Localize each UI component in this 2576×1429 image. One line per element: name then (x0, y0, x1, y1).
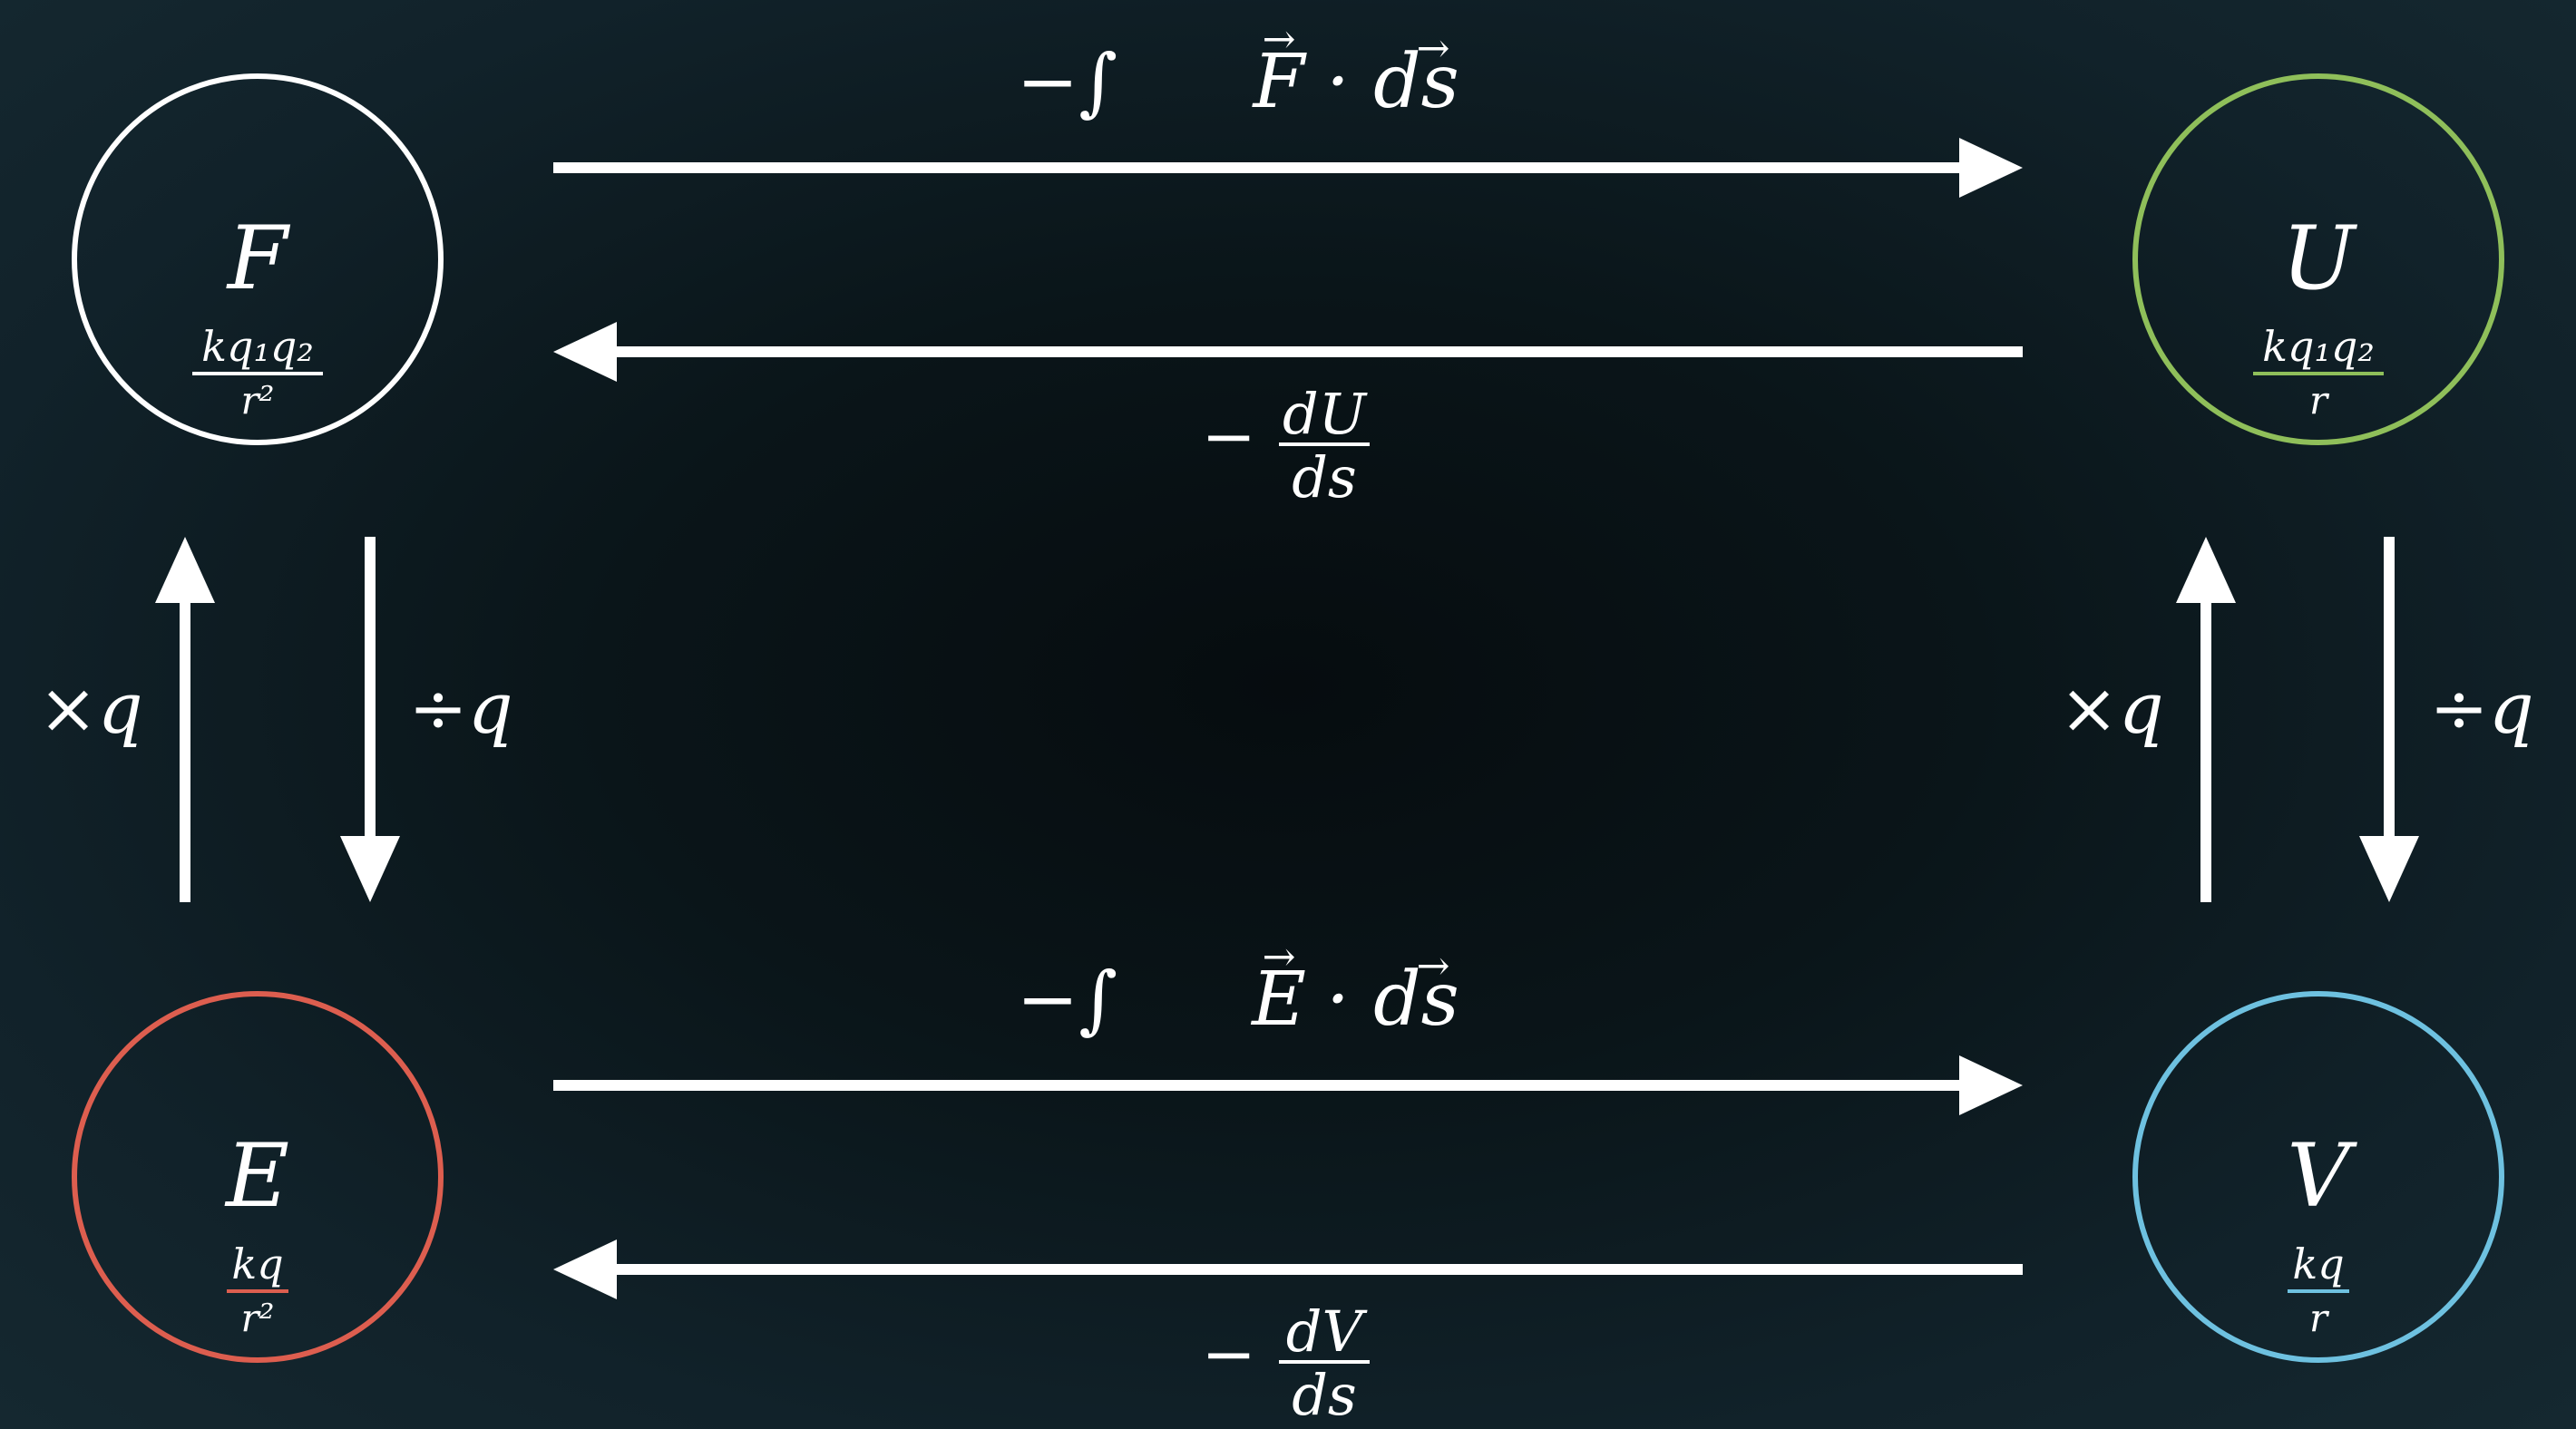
arrow-potential-to-field-head (553, 1239, 617, 1299)
arrow-force-to-field-shaft (365, 537, 376, 845)
arrow-force-to-energy-head (1959, 138, 2023, 198)
vector-arrow-icon: → (1263, 16, 1296, 63)
node-force-circle (72, 73, 444, 445)
arrow-potential-to-energy-shaft (2200, 594, 2211, 902)
label-divide-q-right: ÷q (2429, 668, 2533, 750)
label-energy-to-force: − dU ds (1202, 381, 1370, 510)
arrow-energy-to-potential (2359, 537, 2419, 902)
arrow-energy-to-force-head (553, 322, 617, 382)
node-potential-symbol: V (2287, 1125, 2357, 1227)
label-force-to-energy-integral: −∫ (1017, 39, 1117, 125)
vector-arrow-icon: → (1417, 943, 1450, 989)
node-energy-numerator: kq₁q₂ (2262, 322, 2375, 371)
node-field-denominator: r² (241, 1296, 275, 1340)
arrow-potential-to-field-shaft (608, 1264, 2023, 1275)
label-potential-to-field: − dV ds (1202, 1298, 1370, 1428)
label-energy-to-force-minus: − (1202, 398, 1256, 474)
node-force: F kq₁q₂ r² (72, 73, 444, 445)
node-field: E kq r² (72, 991, 444, 1363)
arrow-field-to-force (155, 537, 215, 902)
label-field-to-potential: −∫ E → · ds → (1017, 934, 1459, 1043)
node-potential-denominator: r (2309, 1296, 2330, 1340)
arrow-energy-to-force-shaft (608, 346, 2023, 357)
label-energy-to-force-numerator: dU (1283, 381, 1368, 447)
label-energy-to-force-denominator: ds (1292, 444, 1357, 510)
arrow-energy-to-force (553, 322, 2023, 382)
arrow-field-to-potential (553, 1055, 2023, 1115)
arrow-force-to-energy (553, 138, 2023, 198)
arrow-potential-to-field (553, 1239, 2023, 1299)
label-multiply-q-right: ×q (2059, 668, 2163, 750)
arrow-field-to-force-shaft (180, 594, 190, 902)
label-field-to-potential-vector: E (1250, 957, 1306, 1043)
arrow-energy-to-potential-head (2359, 836, 2419, 902)
arrow-field-to-force-head (155, 537, 215, 603)
node-potential: V kq r (2132, 991, 2504, 1363)
arrow-potential-to-energy-head (2176, 537, 2236, 603)
label-divide-q-left: ÷q (408, 668, 512, 750)
node-potential-energy: U kq₁q₂ r (2132, 73, 2504, 445)
node-field-circle (72, 991, 444, 1363)
node-energy-denominator: r (2309, 378, 2330, 423)
label-force-to-energy: −∫ F → · ds → (1017, 16, 1459, 125)
node-force-denominator: r² (241, 378, 275, 423)
label-force-to-energy-vector: F (1252, 39, 1308, 125)
node-field-numerator: kq (231, 1239, 283, 1288)
label-potential-to-field-denominator: ds (1292, 1362, 1357, 1428)
label-potential-to-field-numerator: dV (1286, 1298, 1369, 1365)
arrow-force-to-field (340, 537, 400, 902)
node-energy-circle (2132, 73, 2504, 445)
arrow-field-to-potential-shaft (553, 1080, 1968, 1091)
label-multiply-q-left: ×q (38, 668, 142, 750)
node-force-symbol: F (226, 208, 291, 309)
arrow-field-to-potential-head (1959, 1055, 2023, 1115)
node-potential-circle (2132, 991, 2504, 1363)
arrow-force-to-field-head (340, 836, 400, 902)
node-field-symbol: E (224, 1125, 289, 1227)
label-potential-to-field-minus: − (1202, 1316, 1256, 1392)
node-force-numerator: kq₁q₂ (201, 322, 314, 371)
arrow-force-to-energy-shaft (553, 162, 1968, 173)
vector-arrow-icon: → (1417, 25, 1450, 72)
label-force-to-energy-suffix: · ds (1326, 39, 1459, 125)
vector-arrow-icon: → (1263, 934, 1296, 980)
arrow-potential-to-energy (2176, 537, 2236, 902)
label-field-to-potential-suffix: · ds (1326, 957, 1459, 1043)
node-potential-numerator: kq (2292, 1239, 2344, 1288)
arrow-energy-to-potential-shaft (2384, 537, 2395, 845)
node-energy-symbol: U (2282, 208, 2358, 309)
label-field-to-potential-integral: −∫ (1017, 957, 1117, 1043)
